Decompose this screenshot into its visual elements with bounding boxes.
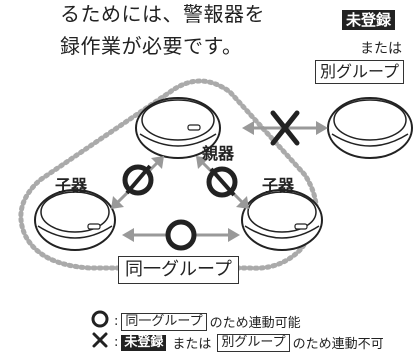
legend-linked-text: のため連動可能 [209,316,301,331]
child-left-detector-icon [34,189,116,251]
legend-row-linked: O : 同一グループ のため連動可能 [90,311,301,332]
linked-right-arrow [196,156,249,209]
blocked-link-arrow [242,110,328,146]
parent-label: 親器 [202,144,235,163]
legend-separator: : [114,335,119,350]
intro-text: るためには、警報器を 録作業が必要です。 [60,0,265,62]
legend-blocked-text: のため連動不可 [292,337,384,352]
legend-cross-icon [92,332,108,348]
legend-circle-icon [91,310,109,328]
intro-line-2: 録作業が必要です。 [60,34,243,58]
legend-separator: : [114,314,119,329]
other-group-detector-icon [327,97,413,159]
or-label: または [360,41,402,57]
legend-or: または [172,337,212,352]
child-right-detector-icon [241,189,323,251]
legend-same-group: 同一グループ [121,312,207,331]
intro-line-1: るためには、警報器を [60,2,265,26]
child-left-label: 子器 [55,176,88,195]
parent-detector-icon [135,97,221,159]
legend-other-group: 別グループ [217,333,290,352]
cross-icon [270,110,300,146]
linked-bottom-arrow [122,219,240,251]
same-group-box: 同一グループ [118,256,239,284]
circle-icon [165,219,197,251]
linked-left-arrow [111,156,164,209]
child-right-label: 子器 [262,176,295,195]
legend-unregistered: 未登録 [121,334,167,351]
group-outline [18,78,319,271]
other-group-box: 別グループ [315,60,405,84]
unregistered-badge: 未登録 [342,10,396,30]
legend-row-blocked: X : 未登録 または 別グループ のため連動不可 [90,332,384,353]
